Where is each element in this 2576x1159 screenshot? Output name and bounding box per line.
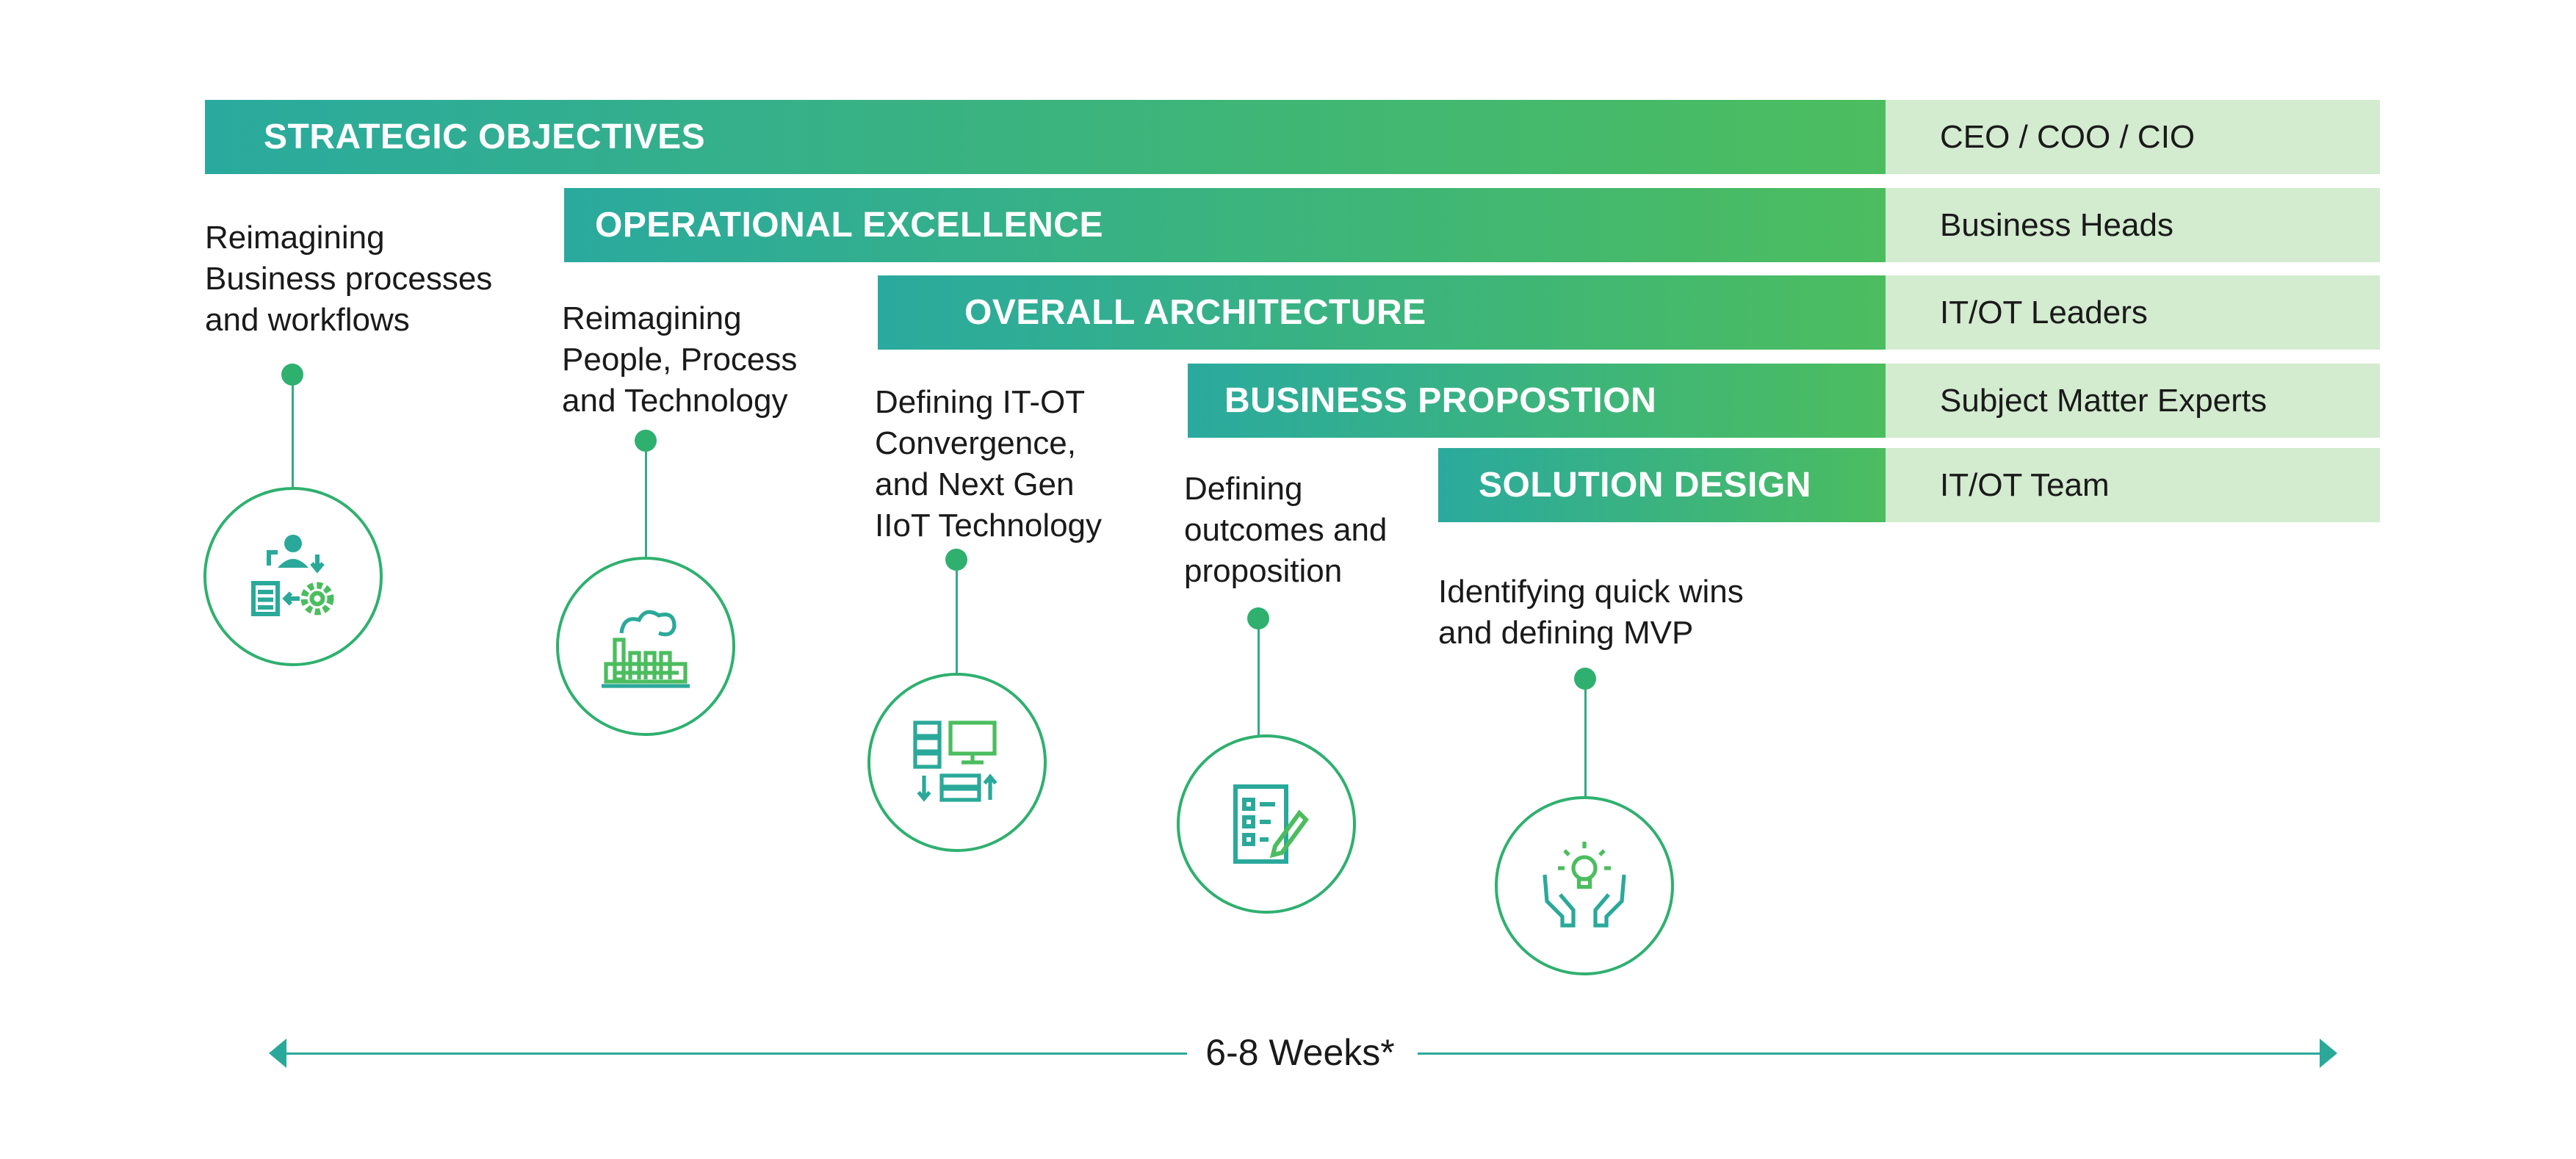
role-label: IT/OT Leaders: [1940, 294, 2148, 331]
phase-bar-overall-architecture: OVERALL ARCHITECTURE: [878, 275, 1886, 350]
timeline-line-right: [1418, 1053, 2321, 1055]
connector-line: [292, 375, 294, 491]
role-operational-excellence: Business Heads: [1886, 188, 2380, 262]
phase-icon-circle-4: [1177, 734, 1356, 914]
connector-line: [956, 560, 958, 675]
factory-icon: [602, 610, 690, 688]
phase-title: BUSINESS PROPOSTION: [1224, 381, 1657, 420]
timeline-duration-label: 6-8 Weeks*: [1205, 1032, 1395, 1073]
phase-bar-business-propostion: BUSINESS PROPOSTION: [1188, 364, 1886, 438]
connector-dot: [281, 364, 303, 386]
phase-description-2: Reimagining People, Process and Technolo…: [562, 300, 798, 419]
phase-title: SOLUTION DESIGN: [1479, 466, 1811, 505]
phase-icon-circle-3: [867, 673, 1047, 852]
role-overall-architecture: IT/OT Leaders: [1886, 275, 2380, 350]
phase-description-1: Reimagining Business processes and workf…: [205, 220, 493, 338]
checklist-icon: [1233, 784, 1309, 864]
phase-bar-operational-excellence: OPERATIONAL EXCELLENCE: [564, 188, 1886, 262]
phase-bar-solution-design: SOLUTION DESIGN: [1438, 448, 1886, 522]
connector-dot: [635, 430, 657, 452]
connector-line: [1584, 679, 1587, 796]
connector-line: [1258, 618, 1260, 736]
phase-title: OPERATIONAL EXCELLENCE: [595, 206, 1103, 245]
phase-description-4: Defining outcomes and proposition: [1184, 471, 1388, 589]
phase-description-3: Defining IT-OT Convergence, and Next Gen…: [875, 384, 1103, 544]
workflow-icon: [251, 535, 334, 616]
timeline-arrow-right: [2320, 1039, 2337, 1068]
role-strategic-objectives: CEO / COO / CIO: [1886, 100, 2380, 174]
phase-icon-circle-5: [1495, 796, 1674, 975]
phase-description-5: Identifying quick wins and defining MVP: [1438, 574, 1744, 651]
connector-dot: [1574, 668, 1596, 690]
connector-line: [645, 441, 647, 562]
servers-icon: [913, 721, 997, 802]
role-solution-design: IT/OT Team: [1886, 448, 2380, 522]
phase-icon-circle-2: [556, 557, 735, 736]
connector-dot: [1247, 607, 1269, 629]
role-label: Business Heads: [1940, 206, 2173, 243]
phase-title: OVERALL ARCHITECTURE: [964, 293, 1426, 332]
phase-title: STRATEGIC OBJECTIVES: [264, 118, 706, 156]
role-label: Subject Matter Experts: [1940, 382, 2267, 419]
role-label: IT/OT Team: [1940, 466, 2110, 503]
connector-dot: [945, 549, 967, 571]
phase-bar-strategic-objectives: STRATEGIC OBJECTIVES: [205, 100, 1886, 174]
phase-icon-circle-1: [203, 487, 383, 666]
role-business-propostion: Subject Matter Experts: [1886, 364, 2380, 438]
timeline-line-left: [284, 1053, 1187, 1055]
role-label: CEO / COO / CIO: [1940, 118, 2196, 155]
idea-hands-icon: [1543, 842, 1626, 928]
